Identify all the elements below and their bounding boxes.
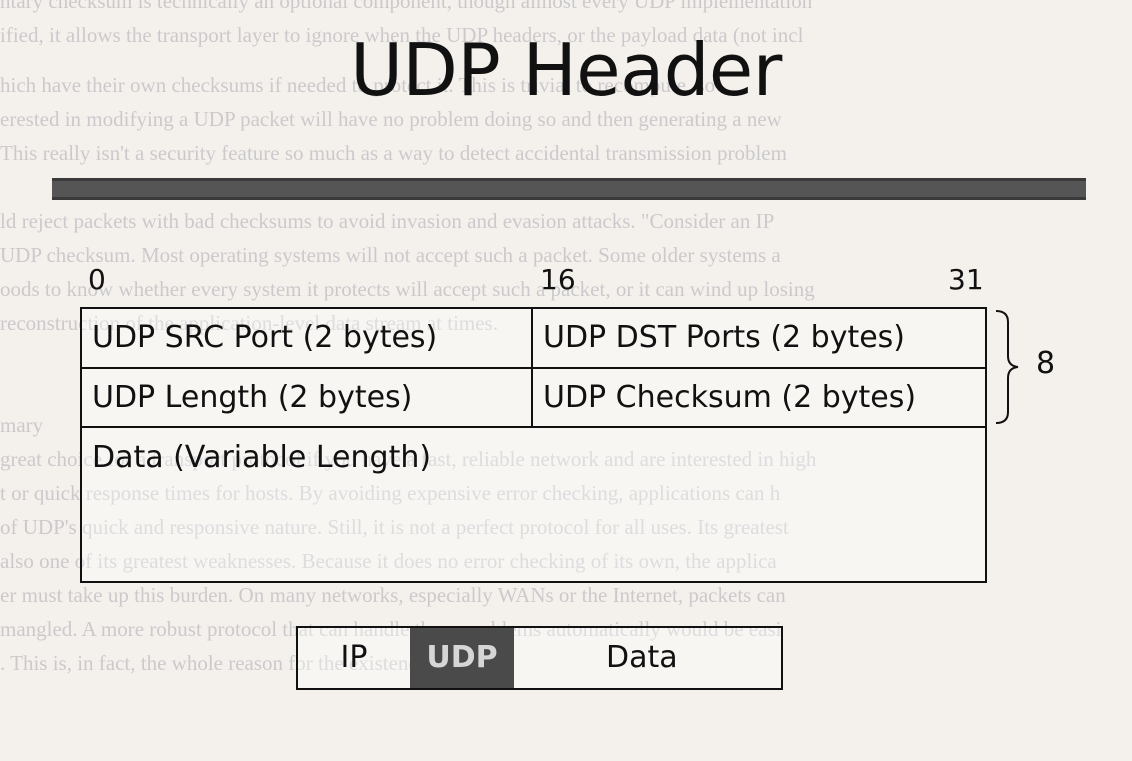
stack-ip-segment: IP: [340, 640, 368, 675]
header-size-brace: [995, 310, 1019, 424]
header-size-label: 8: [1036, 346, 1056, 381]
checksum-field: UDP Checksum (2 bytes): [543, 380, 917, 415]
bit-label-middle: 16: [540, 263, 576, 296]
background-text-line: This really isn't a security feature so …: [0, 141, 787, 165]
dst-ports-field: UDP DST Ports (2 bytes): [543, 320, 906, 355]
stack-udp-segment: UDP: [410, 628, 514, 688]
header-row-length-checksum: UDP Length (2 bytes) UDP Checksum (2 byt…: [82, 369, 987, 428]
background-text-line: ntary checksum is technically an optiona…: [0, 0, 813, 13]
title-underline-bar: [52, 178, 1086, 200]
src-port-field: UDP SRC Port (2 bytes): [82, 309, 533, 367]
bit-label-start: 0: [88, 263, 106, 296]
page-title: UDP Header: [350, 28, 782, 112]
background-text-line: er must take up this burden. On many net…: [0, 583, 786, 607]
encapsulation-stack: IP UDP Data: [296, 626, 783, 690]
data-field: Data (Variable Length): [92, 440, 432, 475]
background-text-line: ld reject packets with bad checksums to …: [0, 209, 775, 233]
bit-label-end: 31: [948, 263, 984, 296]
stack-data-segment: Data: [606, 640, 678, 675]
header-row-ports: UDP SRC Port (2 bytes) UDP DST Ports (2 …: [82, 309, 987, 369]
udp-header-table: UDP SRC Port (2 bytes) UDP DST Ports (2 …: [80, 307, 987, 583]
length-field: UDP Length (2 bytes): [82, 369, 533, 426]
